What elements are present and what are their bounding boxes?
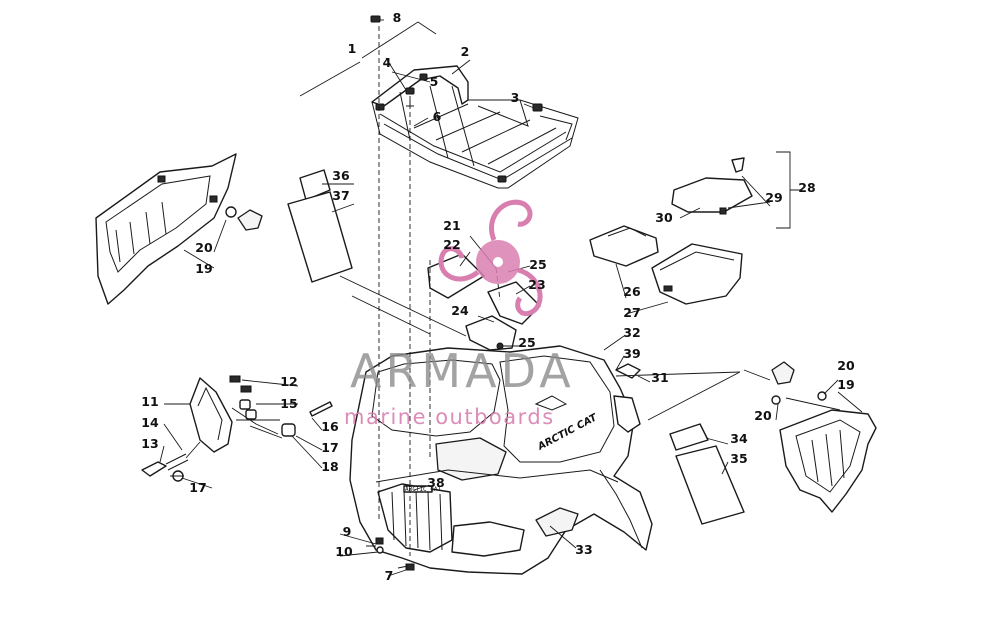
right-side-panel: [771, 361, 877, 513]
callout-29: 29: [765, 190, 782, 205]
callout-17: 17: [321, 440, 338, 455]
callout-32: 32: [623, 325, 640, 340]
callout-4: 4: [383, 55, 392, 70]
callout-12: 12: [280, 374, 297, 389]
watermark-tagline: marine outboards: [344, 405, 555, 429]
leader-lines: [159, 19, 863, 577]
left-side-panel: [95, 153, 263, 305]
callout-19: 19: [837, 377, 854, 392]
storage-bin: [589, 225, 743, 305]
watermark-brand: ARMADA: [350, 344, 575, 398]
callout-25: 25: [529, 257, 546, 272]
callout-10: 10: [335, 544, 353, 559]
headlight-assembly: [141, 375, 333, 482]
callout-9: 9: [343, 524, 352, 539]
callout-20: 20: [754, 408, 772, 423]
callout-35: 35: [730, 451, 747, 466]
callout-21: 21: [443, 218, 460, 233]
callout-14: 14: [141, 415, 159, 430]
callout-5: 5: [430, 74, 439, 89]
callout-3: 3: [511, 90, 520, 105]
callout-23: 23: [528, 277, 545, 292]
callout-27: 27: [623, 305, 640, 320]
hood-badge-text: ARCTIC CAT: [405, 486, 442, 493]
callout-25: 25: [518, 335, 535, 350]
callout-31: 31: [651, 370, 668, 385]
decal-34-35: [669, 423, 745, 525]
callout-36: 36: [332, 168, 350, 183]
callout-30: 30: [655, 210, 673, 225]
callout-24: 24: [451, 303, 469, 318]
front-rack: [370, 15, 579, 189]
callout-19: 19: [195, 261, 212, 276]
callout-20: 20: [837, 358, 855, 373]
callout-22: 22: [443, 237, 460, 252]
callout-38: 38: [427, 475, 444, 490]
callout-1: 1: [348, 41, 357, 56]
callout-16: 16: [321, 419, 339, 434]
watermark: ARMADA marine outboards: [344, 199, 575, 429]
callout-6: 6: [433, 109, 442, 124]
callout-28: 28: [798, 180, 815, 195]
callout-37: 37: [332, 188, 349, 203]
callout-26: 26: [623, 284, 641, 299]
callout-39: 39: [623, 346, 640, 361]
callout-2: 2: [461, 44, 470, 59]
callout-33: 33: [575, 542, 592, 557]
callout-8: 8: [393, 10, 402, 25]
watermark-propeller-icon: [438, 199, 543, 316]
tool-box-lid: [671, 151, 800, 229]
callout-17: 17: [189, 480, 206, 495]
front-body-panel: ARCTIC CAT ARCTIC CAT: [349, 345, 653, 575]
decal-36-37: [287, 169, 353, 283]
callout-7: 7: [385, 568, 394, 583]
callout-15: 15: [280, 396, 297, 411]
callout-18: 18: [321, 459, 338, 474]
callout-34: 34: [730, 431, 748, 446]
callout-20: 20: [195, 240, 213, 255]
callout-11: 11: [141, 394, 158, 409]
callout-13: 13: [141, 436, 158, 451]
